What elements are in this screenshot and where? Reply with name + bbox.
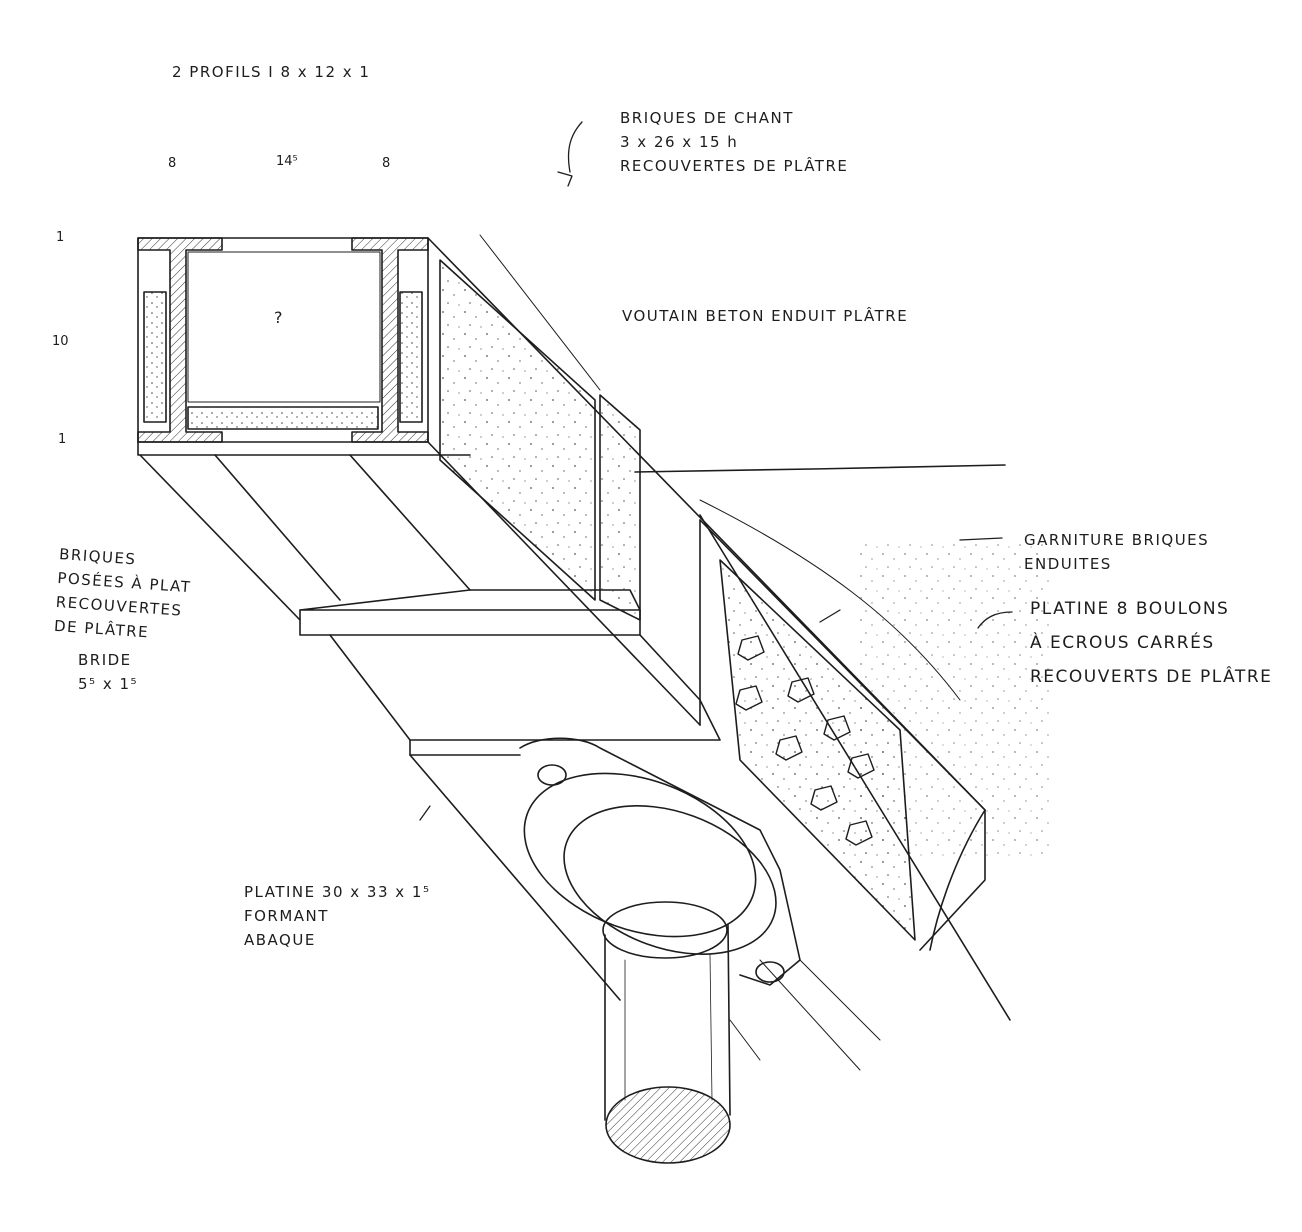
section-mark: ?	[274, 308, 283, 327]
bricks-edge-line-3: RECOUVERTES DE PLÂTRE	[620, 157, 849, 175]
plate-abacus-line-2: FORMANT	[244, 907, 329, 925]
plate-abacus-line-1: PLATINE 30 x 33 x 1⁵	[244, 883, 431, 901]
construction-lines	[729, 959, 881, 1071]
bricks-flat-note: BRIQUES POSÉES À PLAT RECOUVERTES DE PLÂ…	[53, 542, 194, 647]
column-head	[519, 737, 801, 986]
bricks-edge-line-2: 3 x 26 x 15 h	[620, 133, 739, 151]
plate-abacus-line-3: ABAQUE	[244, 931, 316, 949]
plate-bolts-line-1: PLATINE 8 BOULONS	[1030, 599, 1230, 619]
flange-line-1: BRIDE	[78, 651, 132, 669]
column-shaft	[602, 901, 731, 1164]
beam-body	[137, 237, 986, 1001]
filling-note: GARNITURE BRIQUES ENDUITES	[1024, 528, 1209, 576]
plate-abacus-note: PLATINE 30 x 33 x 1⁵ FORMANT ABAQUE	[244, 880, 430, 952]
profiles-note: 2 PROFILS I 8 x 12 x 1	[172, 63, 371, 81]
dim-width-mid: 14⁵	[276, 154, 298, 169]
dim-height-bottom: 1	[58, 432, 67, 447]
dim-width-right: 8	[382, 156, 391, 171]
dim-width-left: 8	[168, 156, 177, 171]
filling-line-2: ENDUITES	[1024, 555, 1112, 573]
filling-line-1: GARNITURE BRIQUES	[1024, 531, 1210, 549]
beam-cross-section	[137, 237, 429, 443]
plate-bolts-note: PLATINE 8 BOULONS À ECROUS CARRÉS RECOUV…	[1030, 592, 1272, 694]
flange-note: BRIDE 5⁵ x 1⁵	[78, 648, 138, 696]
bricks-edge-note: BRIQUES DE CHANT 3 x 26 x 15 h RECOUVERT…	[620, 106, 848, 178]
plate-bolts-line-2: À ECROUS CARRÉS	[1030, 633, 1215, 653]
leader-lines	[419, 121, 1013, 821]
bricks-edge-line-1: BRIQUES DE CHANT	[620, 109, 794, 127]
dim-height-top: 1	[56, 230, 65, 245]
flange-line-2: 5⁵ x 1⁵	[78, 675, 139, 693]
vault-note: VOUTAIN BETON ENDUIT PLÂTRE	[622, 307, 909, 325]
bolts	[735, 635, 875, 846]
dim-height-mid: 10	[52, 334, 69, 349]
plate-bolts-line-3: RECOUVERTS DE PLÂTRE	[1030, 667, 1273, 687]
